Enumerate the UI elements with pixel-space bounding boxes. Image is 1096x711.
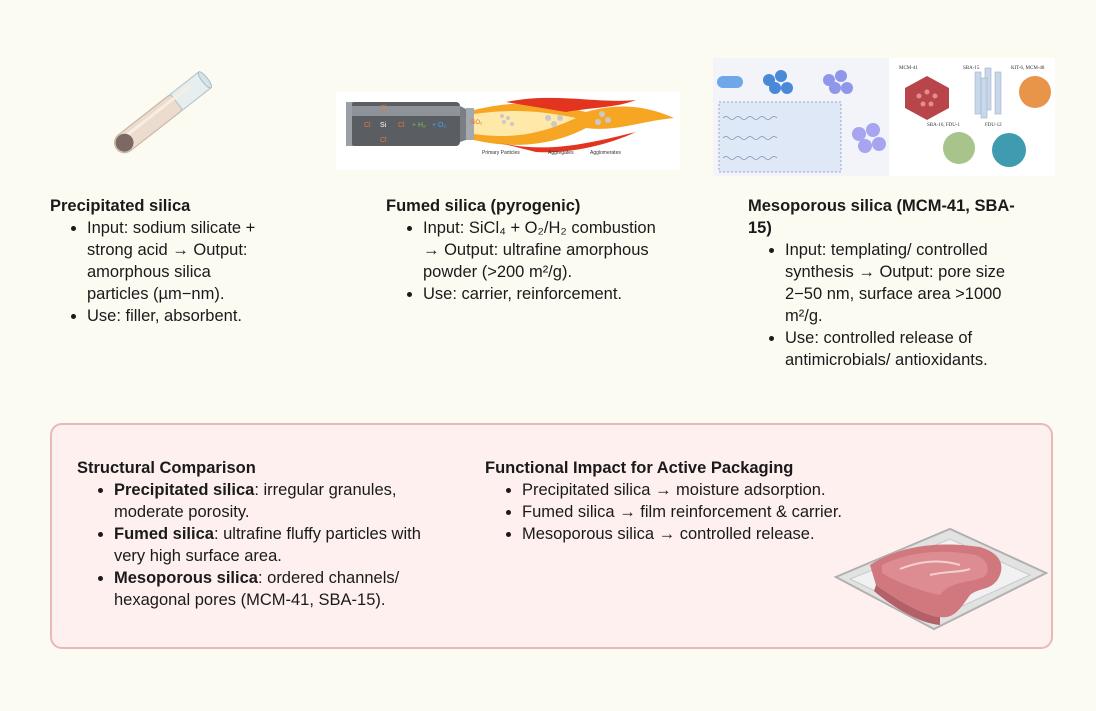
label-primary-particles: Primary Particles <box>482 150 520 156</box>
precipitated-silica-section: Precipitated silica Input: sodium silica… <box>50 195 270 327</box>
test-tube-icon <box>95 65 225 165</box>
packaged-meat-tray-icon <box>830 525 1050 635</box>
list-item: Mesoporous silica → controlled release. <box>522 523 905 545</box>
bullet-list: Input: SiCl₄ + O₂/H₂ combustion → Output… <box>386 217 656 305</box>
list-item: Input: SiCl₄ + O₂/H₂ combustion → Output… <box>423 217 656 283</box>
label-aggregates: Aggregates <box>548 150 574 156</box>
mesoporous-structure-diagram: MCM-41 SBA-15 KIT-6, MCM-48 SBA-16, FDU-… <box>713 58 1055 176</box>
item-description: : irregular granules, moderate porosity. <box>114 481 397 521</box>
formula-si: Si <box>380 122 387 129</box>
label-kit6: KIT-6, MCM-48 <box>1011 66 1045 71</box>
functional-list: Precipitated silica → moisture adsorptio… <box>485 479 905 545</box>
structural-comparison: Structural Comparison Precipitated silic… <box>77 457 447 611</box>
item-term: Precipitated silica <box>114 481 255 499</box>
functional-title: Functional Impact for Active Packaging <box>485 459 794 477</box>
fumed-silica-section: Fumed silica (pyrogenic) Input: SiCl₄ + … <box>386 195 656 305</box>
formula-cl-top: Cl <box>380 105 387 112</box>
list-item: Use: controlled release of antimicrobial… <box>785 327 1018 371</box>
label-mcm41: MCM-41 <box>899 66 918 71</box>
list-item: Mesoporous silica: ordered channels/ hex… <box>114 567 447 611</box>
bullet-list: Input: sodium silicate + strong acid → O… <box>50 217 270 327</box>
label-sba15: SBA-15 <box>963 66 980 71</box>
formula-h2: + H₂ <box>412 122 426 129</box>
list-item: Use: filler, absorbent. <box>87 305 270 327</box>
list-item: Precipitated silica: irregular granules,… <box>114 479 447 523</box>
list-item: Input: templating/ controlled synthesis … <box>785 239 1018 327</box>
formula-cl-left: Cl <box>364 122 371 129</box>
section-title: Precipitated silica <box>50 197 191 215</box>
formula-cl-right: Cl <box>398 122 405 129</box>
section-title: Mesoporous silica (MCM-41, SBA-15) <box>748 197 1015 237</box>
list-item: Fumed silica: ultrafine fluffy particles… <box>114 523 447 567</box>
list-item: Use: carrier, reinforcement. <box>423 283 656 305</box>
comparison-panel: Structural Comparison Precipitated silic… <box>50 423 1053 649</box>
section-title: Fumed silica (pyrogenic) <box>386 197 581 215</box>
item-term: Mesoporous silica <box>114 569 258 587</box>
functional-impact: Functional Impact for Active Packaging P… <box>485 457 905 545</box>
flame-reactor-diagram: Cl Si Cl Cl Cl + H₂ + O₂ SiO₂ Primary Pa… <box>336 92 680 170</box>
formula-o2: + O₂ <box>432 122 446 129</box>
list-item: Fumed silica → film reinforcement & carr… <box>522 501 905 523</box>
formula-cl-bottom: Cl <box>380 137 387 144</box>
item-description: : ultrafine fluffy particles with very h… <box>114 525 421 565</box>
mesoporous-silica-section: Mesoporous silica (MCM-41, SBA-15) Input… <box>748 195 1018 371</box>
label-agglomerates: Agglomerates <box>590 150 621 156</box>
list-item: Input: sodium silicate + strong acid → O… <box>87 217 270 305</box>
structural-title: Structural Comparison <box>77 459 256 477</box>
item-term: Fumed silica <box>114 525 214 543</box>
list-item: Precipitated silica → moisture adsorptio… <box>522 479 905 501</box>
formula-sio2: SiO₂ <box>470 120 483 126</box>
label-fdu12: FDU-12 <box>985 123 1002 128</box>
bullet-list: Input: templating/ controlled synthesis … <box>748 239 1018 371</box>
structural-list: Precipitated silica: irregular granules,… <box>77 479 447 611</box>
label-sba16: SBA-16, FDU-1 <box>927 123 961 128</box>
item-description: : ordered channels/ hexagonal pores (MCM… <box>114 569 400 609</box>
